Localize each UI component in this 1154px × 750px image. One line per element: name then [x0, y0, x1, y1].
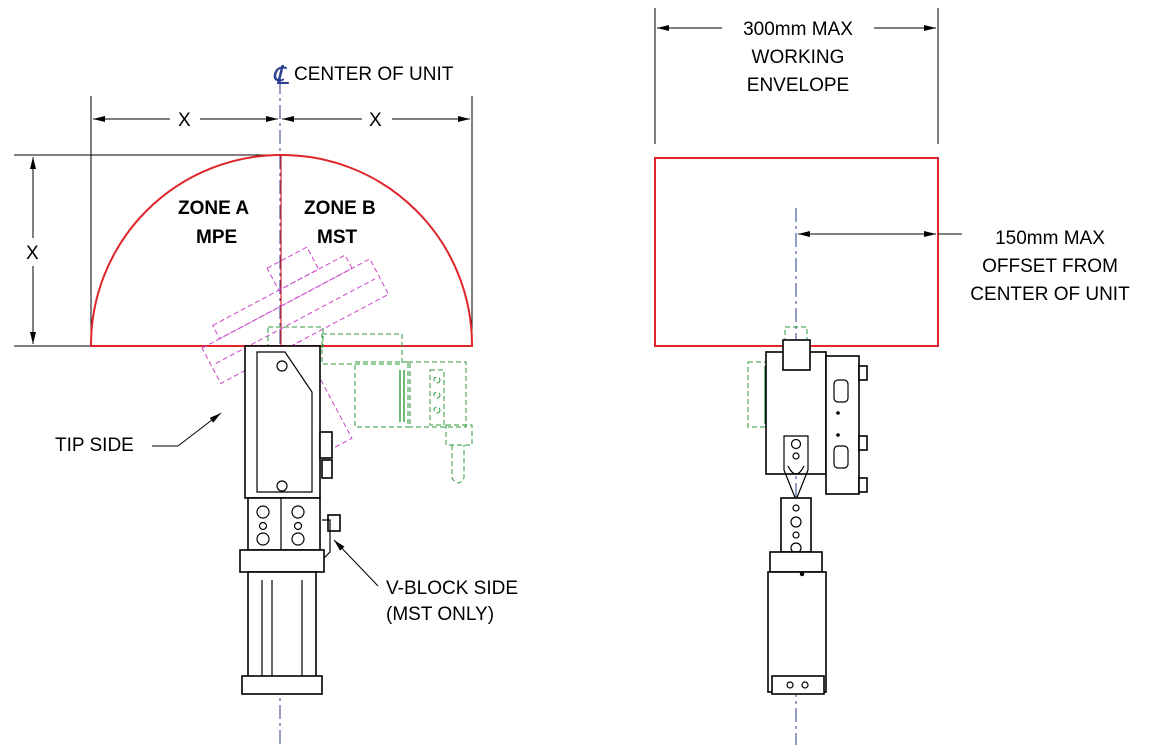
left-view: ℄ CENTER OF UNIT X X X ZONE A MPE ZONE B…	[14, 60, 518, 745]
right-view: 300mm MAX WORKING ENVELOPE 150mm MAX OFF…	[654, 8, 1130, 745]
center-of-unit-label: CENTER OF UNIT	[294, 64, 454, 85]
x-label-vertical: X	[26, 243, 39, 264]
vblock-label-line2: (MST ONLY)	[386, 604, 494, 625]
center-symbol: ℄	[272, 60, 290, 90]
offset-label-line1: 150mm MAX	[995, 228, 1105, 249]
tip-side-label: TIP SIDE	[55, 435, 134, 456]
x-label-right: X	[369, 110, 382, 131]
offset-label-line3: CENTER OF UNIT	[970, 284, 1130, 305]
vblock-label-line1: V-BLOCK SIDE	[386, 578, 518, 599]
offset-label-line2: OFFSET FROM	[982, 256, 1118, 277]
ghost-offset-gripper	[267, 326, 473, 484]
right-gripper-body	[765, 339, 868, 695]
zone-envelope	[89, 153, 474, 347]
envelope-label-line3: ENVELOPE	[747, 75, 849, 96]
zone-b-title: ZONE B	[304, 198, 376, 219]
x-label-left: X	[178, 110, 191, 131]
vblock-leader	[333, 539, 379, 587]
tip-side-arrow	[177, 412, 222, 447]
left-gripper-body	[239, 345, 341, 695]
envelope-label-line1: 300mm MAX	[743, 19, 853, 40]
envelope-label-line2: WORKING	[752, 47, 845, 68]
zone-a-title: ZONE A	[178, 198, 249, 219]
zone-a-sub: MPE	[196, 227, 237, 248]
ghost-tilted-gripper	[201, 246, 390, 468]
zone-b-sub: MST	[317, 227, 358, 248]
